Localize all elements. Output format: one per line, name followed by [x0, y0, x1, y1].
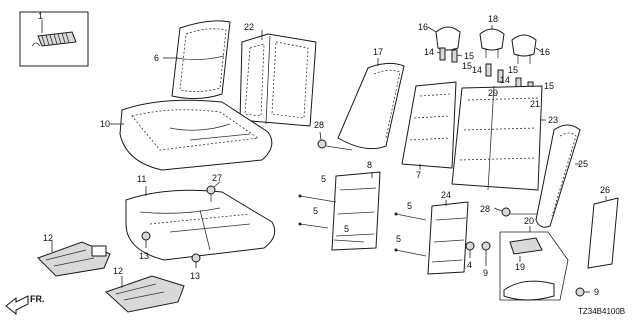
callout-20: 20: [524, 216, 534, 226]
part-8-frame: [331, 171, 381, 251]
front-direction-arrow: [5, 295, 29, 316]
part-5-wires: [298, 194, 427, 257]
callout-12-a: 12: [43, 233, 53, 243]
callout-14-b: 14: [472, 65, 482, 75]
part-16-headrest-right: [511, 34, 543, 64]
callout-24: 24: [441, 190, 451, 200]
part-13-clip-b: [191, 253, 201, 268]
callout-16-a: 16: [418, 22, 428, 32]
callout-11: 11: [137, 174, 146, 184]
part-22-seatback-pad: [239, 30, 317, 127]
callout-21: 21: [530, 99, 540, 109]
callout-14-c: 14: [500, 75, 510, 85]
callout-5-c: 5: [407, 201, 412, 211]
callout-26: 26: [600, 185, 610, 195]
callout-17: 17: [373, 47, 383, 57]
callout-8: 8: [367, 160, 372, 170]
part-13-clip-a: [141, 231, 151, 248]
callout-15-a: 15: [464, 51, 474, 61]
callout-6: 6: [154, 53, 159, 63]
part-12-cover-right: [105, 275, 185, 313]
callout-1: 1: [38, 11, 43, 21]
callout-15-c: 15: [508, 65, 518, 75]
part-11-seat-cushion-pad: [125, 186, 276, 261]
callout-4: 4: [467, 260, 472, 270]
part-9-clip-a: [481, 241, 491, 266]
part-24-frame: [427, 200, 469, 275]
callout-29: 29: [488, 88, 498, 98]
diagram-code: TZ34B4100B: [578, 307, 625, 316]
part-28-bolt-a: [317, 131, 353, 151]
part-20-group: [499, 226, 569, 301]
callout-9-b: 9: [594, 287, 599, 297]
part-7-seatback-cover-split: [401, 81, 457, 170]
callout-16-b: 16: [540, 47, 550, 57]
callout-5-e: 5: [344, 224, 349, 234]
part-26-trim: [587, 196, 619, 269]
callout-15-d: 15: [544, 81, 554, 91]
part-12-cover-left: [37, 241, 111, 277]
part-25-side-cover: [535, 124, 581, 228]
part-23-seatback-pad-split: [451, 85, 546, 191]
front-direction-label: FR.: [30, 294, 45, 304]
part-1-inset: [19, 11, 89, 67]
part-19-bracket: [503, 237, 555, 301]
callout-13-a: 13: [139, 251, 149, 261]
part-18-headrest-center: [479, 25, 505, 58]
part-10-seat-cushion-cover: [110, 99, 273, 171]
part-9-clip-b: [575, 287, 590, 297]
callout-9-a: 9: [483, 268, 488, 278]
callout-12-b: 12: [113, 266, 123, 276]
part-27-clip: [206, 181, 221, 202]
callout-28-a: 28: [314, 120, 324, 130]
callout-7: 7: [416, 170, 421, 180]
callout-14-a: 14: [424, 47, 434, 57]
callout-5-a: 5: [321, 174, 326, 184]
callout-27: 27: [212, 173, 222, 183]
callout-13-b: 13: [190, 271, 200, 281]
callout-15-b: 15: [462, 61, 472, 71]
part-4-nut: [465, 241, 475, 258]
callout-23: 23: [548, 115, 558, 125]
callout-5-d: 5: [396, 234, 401, 244]
callout-18: 18: [488, 14, 498, 24]
callout-28-b: 28: [480, 204, 490, 214]
part-28-bolt-b: [493, 207, 540, 217]
part-6-seatback-cover: [163, 20, 231, 100]
callout-19: 19: [515, 262, 525, 272]
callout-10: 10: [100, 119, 110, 129]
callout-25: 25: [578, 159, 588, 169]
callout-22: 22: [244, 22, 254, 32]
callout-5-b: 5: [313, 206, 318, 216]
part-17-side-bolster: [337, 58, 405, 150]
